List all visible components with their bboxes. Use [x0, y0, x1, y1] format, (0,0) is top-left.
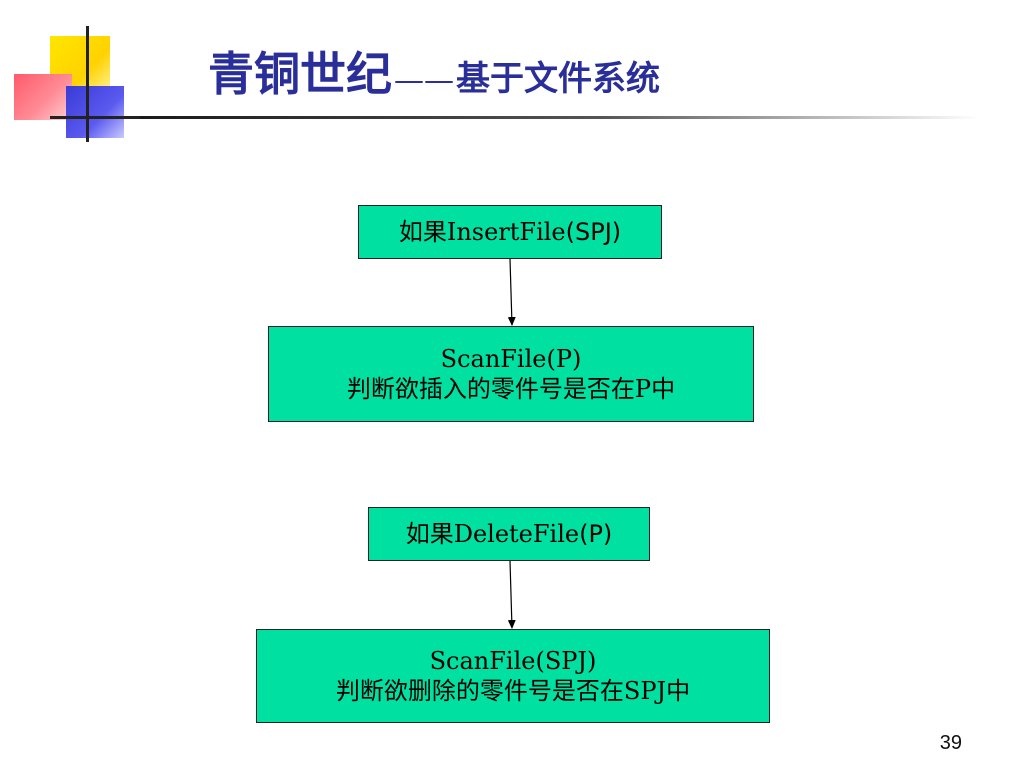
delete-file-text: 如果DeleteFile(P) [406, 519, 613, 549]
insert-file-arg: (SPJ) [565, 218, 622, 246]
page-number: 39 [939, 732, 962, 754]
insert-file-prefix: 如果InsertFile [398, 218, 566, 246]
title-subtitle: 基于文件系统 [456, 59, 660, 99]
delete-file-prefix: 如果DeleteFile [405, 520, 580, 548]
scan-spj-line1: ScanFile(SPJ) [429, 647, 597, 675]
arrow-delete-to-scan [507, 560, 516, 629]
logo-vertical-line [86, 26, 89, 142]
title-main: 青铜世纪 [208, 47, 392, 101]
delete-file-arg: (P) [579, 520, 613, 548]
delete-file-box: 如果DeleteFile(P) [368, 507, 650, 561]
insert-file-text: 如果InsertFile(SPJ) [399, 217, 621, 247]
scan-p-box: ScanFile(P) 判断欲插入的零件号是否在P中 [268, 326, 754, 422]
title-underline-rule [140, 116, 980, 119]
insert-file-box: 如果InsertFile(SPJ) [358, 205, 662, 259]
arrow-insert-to-scan [507, 258, 516, 326]
logo-horizontal-line [50, 116, 140, 119]
scan-p-line1: ScanFile(P) [440, 345, 582, 373]
title-dash: —— [394, 63, 454, 98]
slide-title: 青铜世纪 —— 基于文件系统 [208, 38, 660, 108]
scan-p-line2: 判断欲插入的零件号是否在P中 [346, 375, 676, 403]
logo-red-square [14, 74, 72, 120]
scan-spj-line2: 判断欲删除的零件号是否在SPJ中 [335, 677, 691, 705]
logo-blue-square [66, 86, 124, 138]
scan-spj-box: ScanFile(SPJ) 判断欲删除的零件号是否在SPJ中 [256, 629, 770, 723]
